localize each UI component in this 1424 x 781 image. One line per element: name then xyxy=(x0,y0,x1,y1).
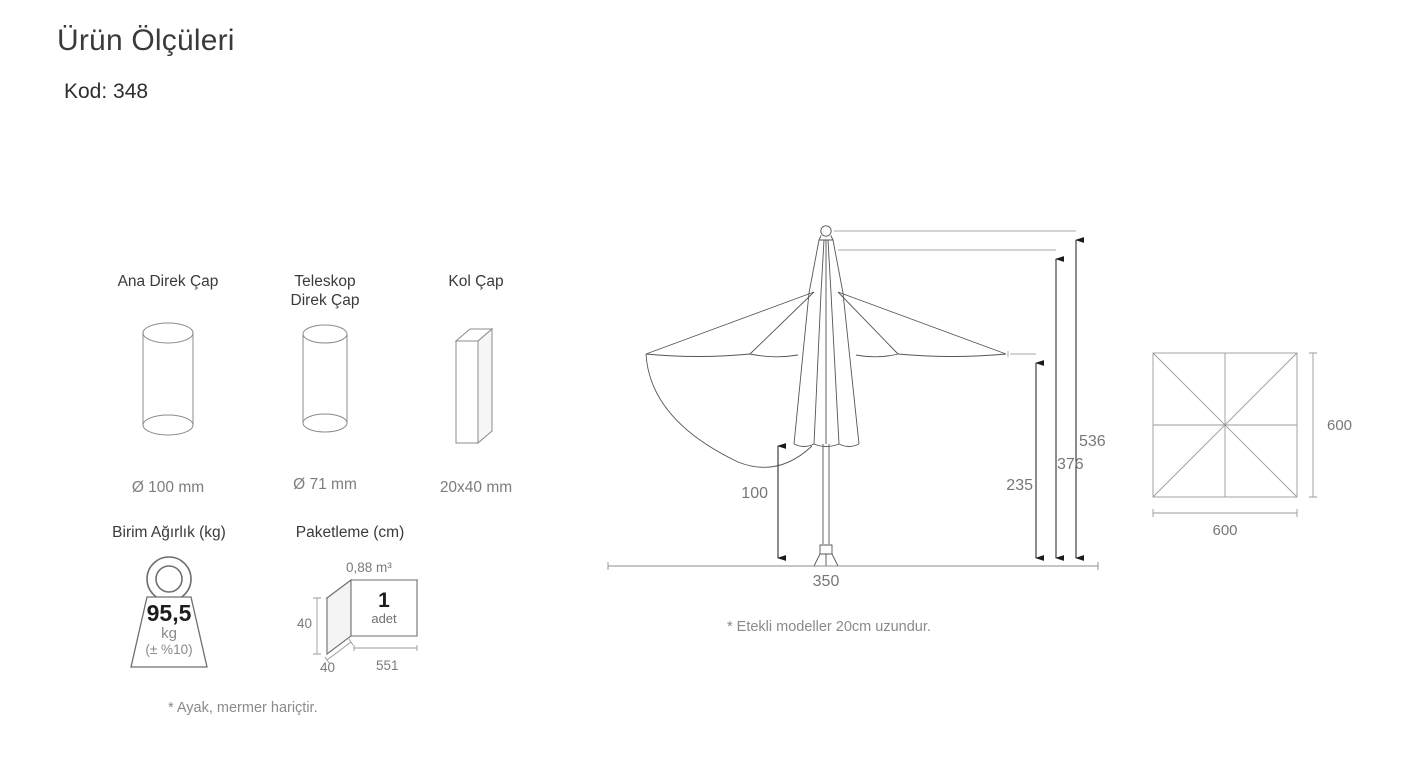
weight-value: 95,5 xyxy=(146,600,192,626)
dimension-376: 376 xyxy=(1057,456,1084,473)
weight-unit: kg xyxy=(161,625,177,642)
footnote-right: * Etekli modeller 20cm uzundur. xyxy=(727,619,931,635)
dimension-350: 350 xyxy=(813,573,840,590)
packaging-volume: 0,88 m³ xyxy=(346,560,392,575)
plan-dimension-height: 600 xyxy=(1327,417,1352,434)
footnote-left: * Ayak, mermer hariçtir. xyxy=(168,700,318,716)
spec-title: Kol Çap xyxy=(410,272,542,291)
weight-icon: 95,5 kg (± %10) xyxy=(114,556,224,674)
spec-value: Ø 71 mm xyxy=(293,475,357,493)
packaging-depth-label: 40 xyxy=(320,660,336,675)
plan-dimension-width: 600 xyxy=(1212,522,1237,539)
spec-title: Ana Direk Çap xyxy=(92,272,244,291)
dimension-536: 536 xyxy=(1079,433,1106,450)
packaging-quantity-unit: adet xyxy=(371,610,397,626)
spec-value: Ø 100 mm xyxy=(131,479,205,497)
rect-bar-icon xyxy=(448,319,504,451)
spec-title-line1: Teleskop xyxy=(294,273,356,290)
product-code: Kod: 348 xyxy=(64,80,149,103)
spec-kol-cap: Kol Çap 20x40 mm xyxy=(410,272,542,497)
packaging-height-label: 40 xyxy=(297,616,313,631)
umbrella-elevation-drawing: 536 376 235 100 350 xyxy=(598,208,1118,608)
packaging-figure: 1 adet 0,88 m³ 40 40 551 xyxy=(296,560,426,678)
spec-title-line1: Kol Çap xyxy=(448,273,504,290)
spec-teleskop-direk-cap: Teleskop Direk Çap Ø 71 mm xyxy=(250,272,400,494)
spec-ana-direk-cap: Ana Direk Çap Ø 100 mm xyxy=(92,272,244,497)
cylinder-icon xyxy=(136,319,200,451)
cylinder-icon xyxy=(297,321,353,447)
weight-tolerance: (± %10) xyxy=(145,642,193,658)
spec-title-line1: Ana Direk Çap xyxy=(117,273,219,290)
page-title: Ürün Ölçüleri xyxy=(57,24,235,57)
spec-title-line2: Direk Çap xyxy=(290,292,360,310)
packaging-title: Paketleme (cm) xyxy=(295,524,405,541)
packaging-width-label: 551 xyxy=(376,658,399,673)
dimension-100: 100 xyxy=(741,485,768,502)
umbrella-plan-drawing: 600 600 xyxy=(1135,335,1395,545)
spec-title: Teleskop Direk Çap xyxy=(250,272,400,311)
packaging-block: Paketleme (cm) xyxy=(280,524,420,542)
packaging-quantity: 1 xyxy=(378,588,390,612)
weight-title: Birim Ağırlık (kg) xyxy=(112,524,226,541)
spec-value: 20x40 mm xyxy=(439,479,513,497)
dimension-235: 235 xyxy=(1006,477,1033,494)
weight-block: Birim Ağırlık (kg) 95,5 kg (± %10) xyxy=(98,524,240,674)
